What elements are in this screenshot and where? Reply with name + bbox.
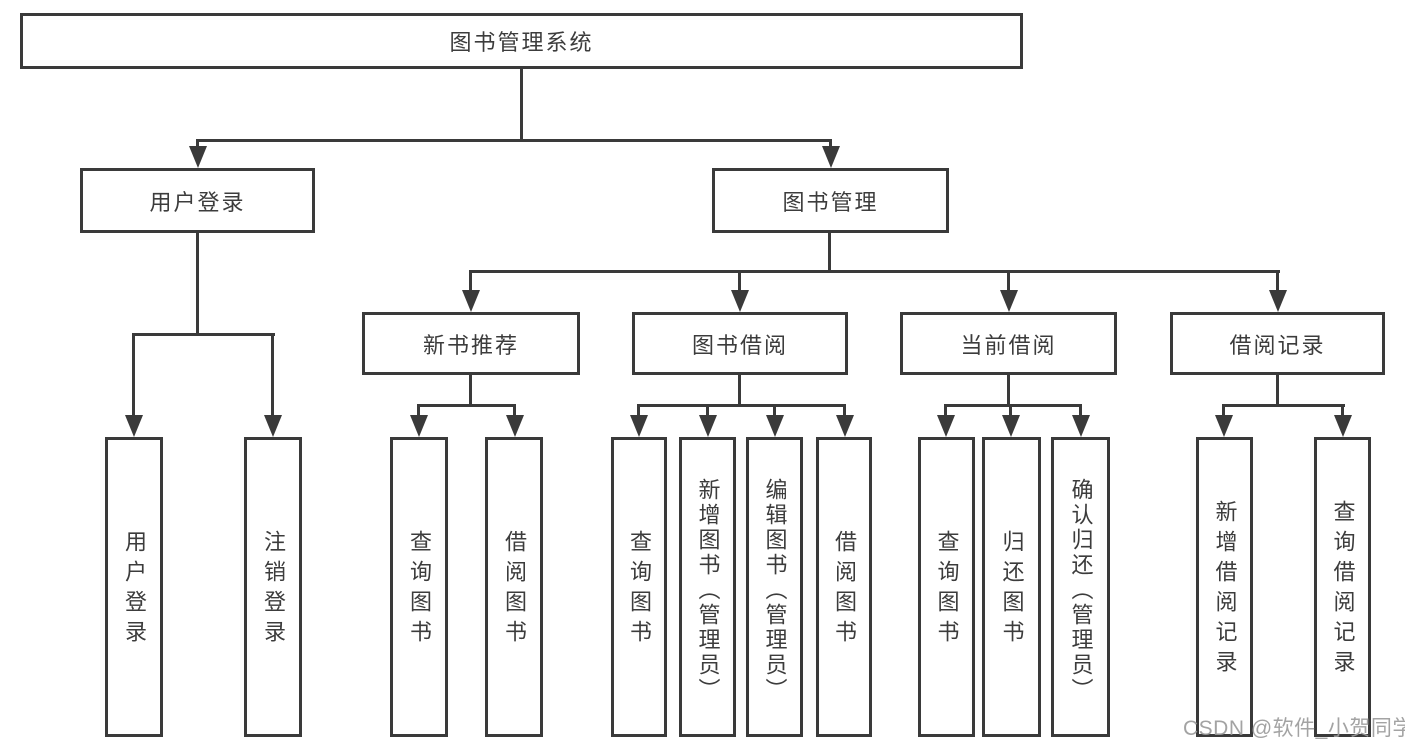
connector-recommend-stem (469, 375, 472, 407)
csdn-watermark: CSDN @软件_小贺同学 (1183, 717, 1405, 740)
arrowhead-g2-1 (410, 415, 428, 437)
arrowhead-leaf-login (125, 415, 143, 437)
connector-drop-g3-2 (706, 404, 709, 418)
node-book-management: 图书管理 (712, 168, 949, 233)
arrowhead-g3-2 (699, 415, 717, 437)
connector-drop-g5-2 (1341, 404, 1344, 418)
arrowhead-g3-4 (836, 415, 854, 437)
connector-drop-leaf-logout (271, 333, 274, 417)
leaf-query-books-recommend: 查询图书 (390, 437, 448, 737)
connector-drop-g4-3 (1079, 404, 1082, 418)
arrowhead-g5-2 (1334, 415, 1352, 437)
connector-drop-g2-2 (513, 404, 516, 418)
connector-login-stem (196, 233, 199, 336)
connector-drop-current (1007, 270, 1010, 292)
connector-drop-g3-4 (843, 404, 846, 418)
connector-root-stem (520, 69, 523, 142)
connector-recommend-bar (417, 404, 516, 407)
leaf-add-books-admin: 新增图书（管理员） (679, 437, 736, 737)
connector-drop-book-management (829, 139, 832, 151)
arrowhead-g4-3 (1072, 415, 1090, 437)
node-borrow-records: 借阅记录 (1170, 312, 1385, 375)
connector-mgmt-stem (828, 233, 831, 273)
arrowhead-current (1000, 290, 1018, 312)
connector-records-bar (1222, 404, 1345, 407)
leaf-logout: 注销登录 (244, 437, 302, 737)
arrowhead-leaf-logout (264, 415, 282, 437)
leaf-borrow-books-recommend: 借阅图书 (485, 437, 543, 737)
leaf-return-books: 归还图书 (982, 437, 1041, 737)
arrowhead-recommend (462, 290, 480, 312)
arrowhead-g2-2 (506, 415, 524, 437)
connector-current-bar (944, 404, 1082, 407)
connector-drop-user-login (196, 139, 199, 151)
connector-drop-g4-2 (1009, 404, 1012, 418)
connector-mgmt-bar (469, 270, 1280, 273)
node-library-management-system: 图书管理系统 (20, 13, 1023, 69)
arrowhead-g4-1 (937, 415, 955, 437)
node-new-book-recommend: 新书推荐 (362, 312, 580, 375)
connector-drop-leaf-login (132, 333, 135, 417)
connector-root-bar (196, 139, 832, 142)
connector-drop-g3-1 (637, 404, 640, 418)
node-book-borrow: 图书借阅 (632, 312, 848, 375)
arrowhead-g3-1 (630, 415, 648, 437)
connector-borrow-bar (637, 404, 846, 407)
leaf-edit-books-admin: 编辑图书（管理员） (746, 437, 803, 737)
connector-borrow-stem (738, 375, 741, 407)
node-current-borrow: 当前借阅 (900, 312, 1117, 375)
connector-drop-g5-1 (1222, 404, 1225, 418)
arrowhead-g3-3 (766, 415, 784, 437)
connector-current-stem (1007, 375, 1010, 407)
connector-drop-g2-1 (417, 404, 420, 418)
node-user-login: 用户登录 (80, 168, 315, 233)
connector-records-stem (1276, 375, 1279, 407)
leaf-confirm-return-admin: 确认归还（管理员） (1051, 437, 1110, 737)
connector-drop-g4-1 (944, 404, 947, 418)
connector-drop-g3-3 (773, 404, 776, 418)
leaf-add-borrow-record: 新增借阅记录 (1196, 437, 1253, 737)
arrowhead-records (1269, 290, 1287, 312)
arrowhead-g4-2 (1002, 415, 1020, 437)
connector-drop-records (1276, 270, 1279, 292)
leaf-user-login: 用户登录 (105, 437, 163, 737)
arrowhead-book-management (822, 146, 840, 168)
leaf-query-borrow-record: 查询借阅记录 (1314, 437, 1371, 737)
arrowhead-user-login (189, 146, 207, 168)
connector-drop-borrow (738, 270, 741, 292)
leaf-query-books-current: 查询图书 (918, 437, 975, 737)
leaf-query-books-borrow: 查询图书 (611, 437, 667, 737)
arrowhead-borrow (731, 290, 749, 312)
connector-login-bar (132, 333, 275, 336)
leaf-borrow-books: 借阅图书 (816, 437, 872, 737)
arrowhead-g5-1 (1215, 415, 1233, 437)
connector-drop-recommend (469, 270, 472, 292)
